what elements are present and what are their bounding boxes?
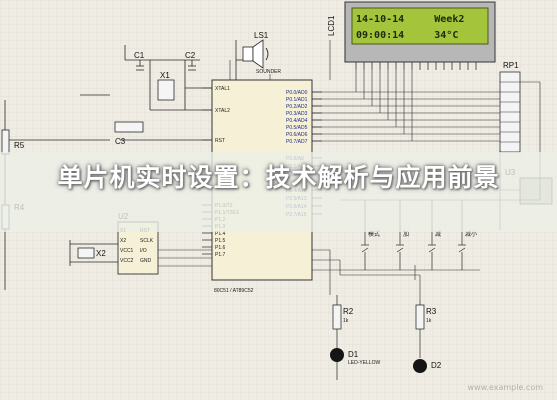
mcu-right-pin: P0.0/AD0	[286, 90, 308, 96]
mcu-right-pin: P0.3/AD3	[286, 111, 308, 117]
oscillator-labels: C1 C2 X1 C3	[115, 51, 196, 146]
u2-pin: VCC2	[120, 258, 134, 264]
mcu-left-pin: XTAL1	[215, 86, 230, 92]
mcu-right-pin: P0.1/AD1	[286, 97, 308, 103]
u2-wires	[158, 249, 212, 267]
lcd-line-1: 14-10-14 Week2	[356, 14, 464, 25]
led-d1: D1 LED-YELLOW	[330, 348, 381, 366]
data-bus	[312, 40, 500, 300]
mcu-left-pin: P1.5	[215, 238, 226, 244]
r3-label: R3	[426, 307, 437, 316]
x2-crystal	[69, 240, 118, 266]
d1-type: LED-YELLOW	[348, 360, 381, 366]
mcu-right-pin: P0.5/AD5	[286, 125, 308, 131]
mcu-right-pin: P0.2/AD2	[286, 104, 308, 110]
ls1-label: LS1	[254, 31, 269, 40]
button-label: 减	[435, 230, 441, 238]
u2-pin: I/O	[140, 248, 147, 254]
d1-label: D1	[348, 350, 359, 359]
ls1-type-label: SOUNDER	[256, 69, 281, 75]
mcu-left-pin: P1.6	[215, 245, 226, 251]
mcu-right-pin: P0.6/AD6	[286, 132, 308, 138]
mcu-left-pin: P1.4	[215, 231, 226, 237]
sounder-ls1: LS1 SOUNDER	[235, 31, 281, 80]
r3-value: 1k	[426, 318, 432, 324]
rp1-label: RP1	[503, 61, 519, 70]
mcu-left-pin: P1.7	[215, 252, 226, 258]
title-banner	[0, 152, 557, 232]
c1-label: C1	[134, 51, 145, 60]
r2-label: R2	[343, 307, 354, 316]
watermark: www.example.com	[467, 383, 544, 392]
oscillator-section	[4, 45, 212, 290]
d2-label: D2	[431, 361, 442, 370]
mcu-left-pin: XTAL2	[215, 108, 230, 114]
u2-pin: X2	[120, 238, 126, 244]
button-label: 模式	[368, 230, 380, 238]
u2-pin: VCC1	[120, 248, 134, 254]
x2-label: X2	[96, 249, 106, 258]
button-label: 减小	[465, 230, 477, 238]
lcd-module: 14-10-14 Week2 09:00:14 34°C LCD1	[327, 1, 496, 70]
c3-label: C3	[115, 137, 126, 146]
u2-pin: SCLK	[140, 238, 154, 244]
c2-label: C2	[185, 51, 196, 60]
mcu-left-pin: RST	[215, 138, 225, 144]
r5-label: R5	[14, 141, 25, 150]
mcu-part-label: 80C51 / AT89C52	[214, 288, 254, 294]
mcu-right-pin: P0.4/AD4	[286, 118, 308, 124]
resistor-pack-rp1: RP1	[499, 61, 521, 153]
x1-label: X1	[160, 71, 170, 80]
page-title: 单片机实时设置：技术解析与应用前景	[57, 163, 500, 192]
r2-value: 1k	[343, 318, 349, 324]
u2-pin: GND	[140, 258, 152, 264]
lcd-line-2: 09:00:14 34°C	[356, 30, 458, 41]
led-wires	[336, 295, 421, 380]
button-label: 加	[403, 230, 409, 238]
mcu-right-pin: P0.7/AD7	[286, 139, 308, 145]
led-d2: D2	[413, 359, 442, 373]
lcd-ref-label: LCD1	[327, 15, 336, 36]
